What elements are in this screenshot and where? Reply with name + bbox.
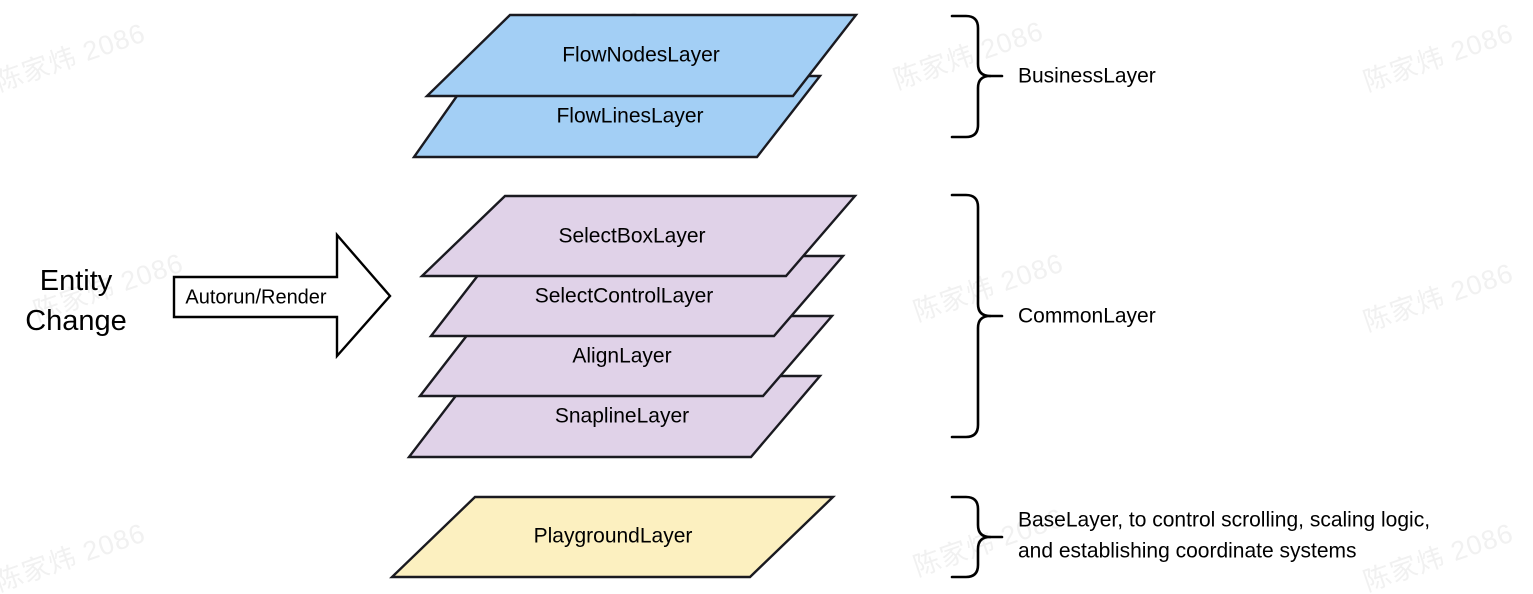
group-common: SnaplineLayer AlignLayer SelectControlLa… xyxy=(406,193,1156,459)
layer-label: SelectControlLayer xyxy=(535,285,714,308)
group-label-base-line1: BaseLayer, to control scrolling, scaling… xyxy=(1018,509,1430,532)
brace-baselayer: BaseLayer, to control scrolling, scaling… xyxy=(950,495,1430,579)
group-label-business: BusinessLayer xyxy=(1018,65,1156,88)
layer-label: SelectBoxLayer xyxy=(558,225,705,248)
brace-businesslayer: BusinessLayer xyxy=(950,14,1156,139)
group-label-common: CommonLayer xyxy=(1018,305,1156,328)
entity-change-line2: Change xyxy=(25,305,127,337)
layer-label: PlaygroundLayer xyxy=(534,525,693,548)
group-business: FlowLinesLayer FlowNodesLayer BusinessLa… xyxy=(411,13,1156,159)
arrow-label: Autorun/Render xyxy=(185,286,327,308)
layer-flownodeslayer[interactable]: FlowNodesLayer xyxy=(424,13,859,98)
entity-change-line1: Entity xyxy=(40,265,113,297)
brace-commonlayer: CommonLayer xyxy=(950,193,1156,439)
entity-change-label: Entity Change xyxy=(25,265,127,337)
autorun-render-arrow[interactable]: Autorun/Render xyxy=(172,231,392,360)
layer-shape xyxy=(389,495,836,579)
layer-selectboxlayer[interactable]: SelectBoxLayer xyxy=(419,194,858,278)
group-label-base-line2: and establishing coordinate systems xyxy=(1018,540,1357,563)
layer-shape xyxy=(424,13,859,98)
layer-label: SnaplineLayer xyxy=(555,405,689,428)
layer-label: AlignLayer xyxy=(572,345,671,368)
layer-shape xyxy=(419,194,858,278)
group-base: PlaygroundLayer BaseLayer, to control sc… xyxy=(389,495,1430,579)
arrow-shape xyxy=(172,231,392,360)
layer-label: FlowLinesLayer xyxy=(556,105,703,128)
layer-playgroundlayer[interactable]: PlaygroundLayer xyxy=(389,495,836,579)
layer-label: FlowNodesLayer xyxy=(562,44,720,67)
